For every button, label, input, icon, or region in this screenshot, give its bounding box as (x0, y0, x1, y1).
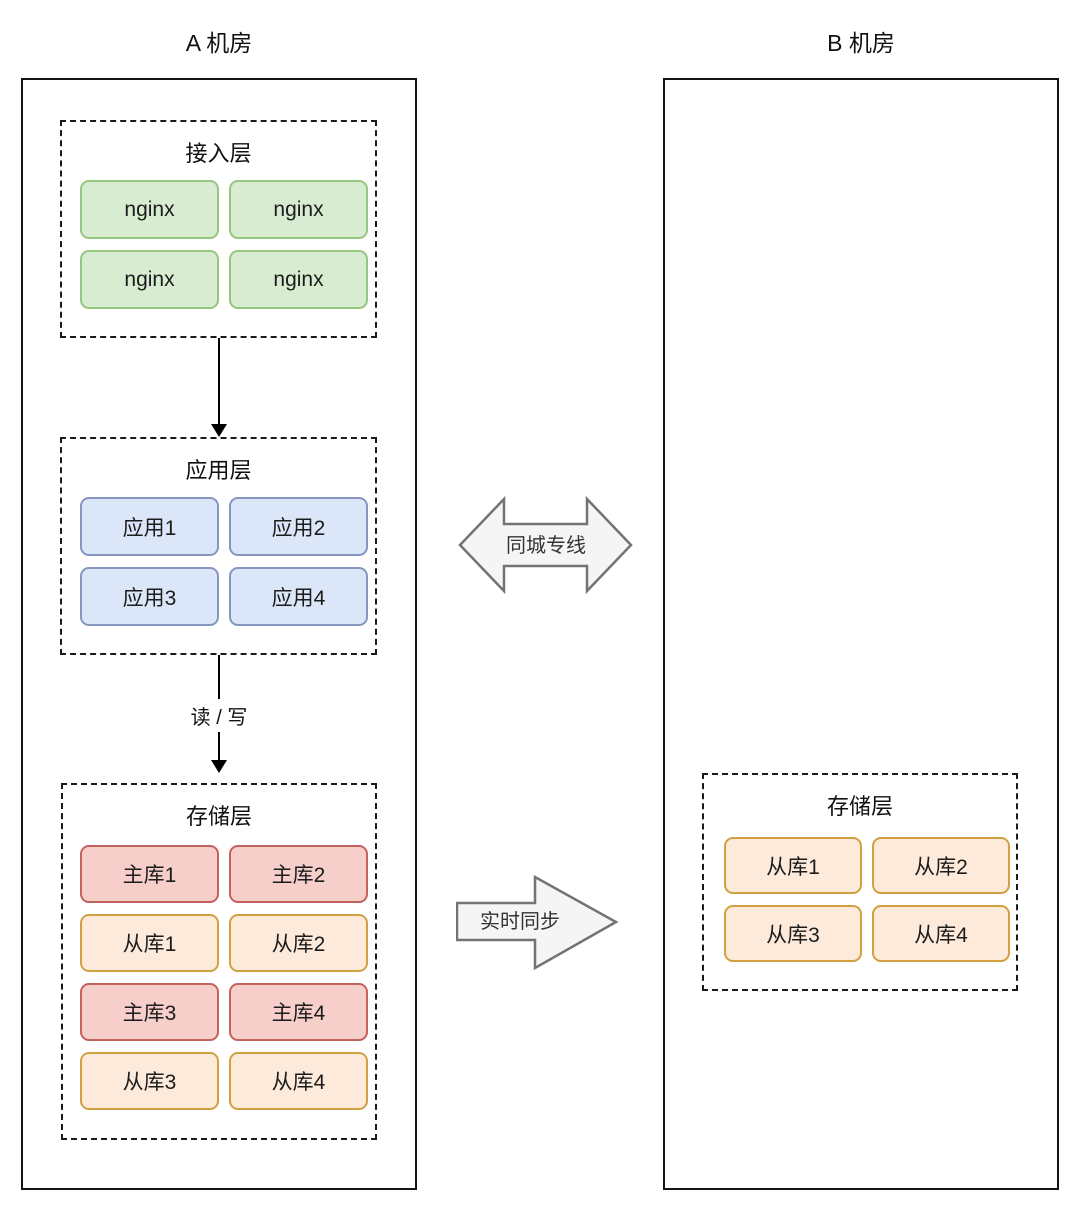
datacenter-b-title: B 机房 (827, 30, 895, 56)
slave-db-b-3: 从库3 (724, 905, 862, 962)
app-layer-grid: 应用1 应用2 应用3 应用4 (80, 497, 368, 626)
master-db-4: 主库4 (229, 983, 368, 1041)
storage-layer-b-grid: 从库1 从库2 从库3 从库4 (724, 837, 1010, 962)
slave-db-a-4: 从库4 (229, 1052, 368, 1110)
city-link-arrow-icon: 同城专线 (458, 495, 633, 595)
realtime-sync-arrow-icon: 实时同步 (456, 875, 619, 970)
nginx-node-3: nginx (80, 250, 219, 309)
access-to-app-line (218, 338, 220, 426)
app-layer-label: 应用层 (185, 458, 252, 483)
realtime-sync-label: 实时同步 (480, 910, 560, 933)
storage-layer-a-grid: 主库1 主库2 从库1 从库2 主库3 主库4 从库3 从库4 (80, 845, 368, 1110)
storage-layer-b-box: 存储层 从库1 从库2 从库3 从库4 (702, 773, 1018, 991)
access-layer-box: 接入层 nginx nginx nginx nginx (60, 120, 377, 338)
access-layer-label: 接入层 (185, 141, 252, 166)
datacenter-b-box (663, 78, 1059, 1190)
master-db-2: 主库2 (229, 845, 368, 903)
nginx-node-2: nginx (229, 180, 368, 239)
nginx-node-1: nginx (80, 180, 219, 239)
app-node-1: 应用1 (80, 497, 219, 556)
app-node-3: 应用3 (80, 567, 219, 626)
storage-layer-a-box: 存储层 主库1 主库2 从库1 从库2 主库3 主库4 从库3 从库4 (61, 783, 377, 1140)
slave-db-b-2: 从库2 (872, 837, 1010, 894)
app-to-storage-arrowhead-icon (211, 760, 227, 773)
app-node-2: 应用2 (229, 497, 368, 556)
datacenter-a-title: A 机房 (185, 30, 253, 56)
read-write-label: 读 / 写 (159, 699, 279, 732)
city-link-label: 同城专线 (506, 534, 586, 557)
slave-db-a-2: 从库2 (229, 914, 368, 972)
slave-db-b-1: 从库1 (724, 837, 862, 894)
access-to-app-arrowhead-icon (211, 424, 227, 437)
slave-db-a-1: 从库1 (80, 914, 219, 972)
app-layer-box: 应用层 应用1 应用2 应用3 应用4 (60, 437, 377, 655)
nginx-node-4: nginx (229, 250, 368, 309)
master-db-3: 主库3 (80, 983, 219, 1041)
master-db-1: 主库1 (80, 845, 219, 903)
storage-layer-b-label: 存储层 (826, 794, 893, 819)
slave-db-b-4: 从库4 (872, 905, 1010, 962)
app-node-4: 应用4 (229, 567, 368, 626)
storage-layer-a-label: 存储层 (185, 804, 252, 829)
slave-db-a-3: 从库3 (80, 1052, 219, 1110)
access-layer-grid: nginx nginx nginx nginx (80, 180, 368, 309)
